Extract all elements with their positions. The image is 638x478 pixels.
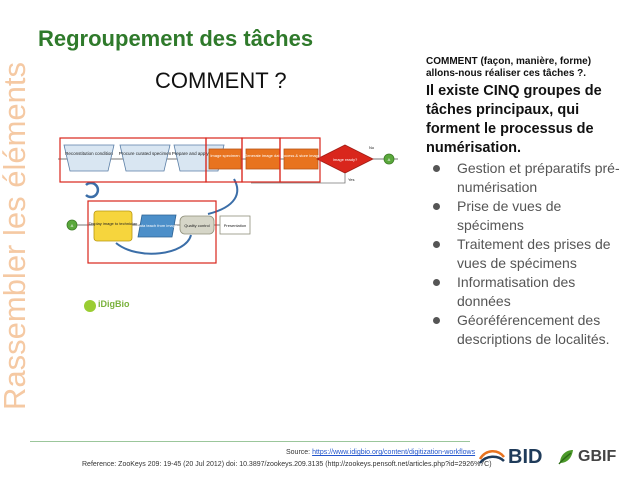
terminal-node xyxy=(383,153,395,165)
bid-logo-text: BID xyxy=(508,446,543,468)
slide-title: Regroupement des tâches xyxy=(38,26,314,51)
workflow-step-shape xyxy=(179,215,215,235)
intro-text: COMMENT (façon, manière, forme) allons-n… xyxy=(426,56,592,79)
decision-label: Image ready? xyxy=(333,157,358,162)
task-group-item: Traitement des prises de vues de spécime… xyxy=(426,235,626,273)
reference-citation: Reference: ZooKeys 209: 19-45 (20 Jul 20… xyxy=(82,461,492,468)
task-group-item: Prise de vues de spécimens xyxy=(426,197,626,235)
task-group-item: Informatisation des données xyxy=(426,273,626,311)
workflow-step-label: Procure curated specimen xyxy=(119,151,172,156)
workflow-step-shape xyxy=(93,210,133,242)
idigbio-logo-icon xyxy=(84,300,96,312)
source-prefix: Source: xyxy=(286,449,313,456)
workflow-step-label: Prepare and apply barcode xyxy=(172,151,227,156)
workflow-step-shape xyxy=(245,148,281,170)
workflow-step-shape xyxy=(63,144,115,172)
workflow-step-label: Data teach from image xyxy=(137,223,178,228)
gbif-logo-text: GBIF xyxy=(578,448,617,465)
terminal-label: A xyxy=(71,223,74,228)
groups-heading: Il existe CINQ groupes de tâches princip… xyxy=(426,83,602,156)
workflow-step-label: Reconstitution condition xyxy=(65,151,113,156)
highlight-box xyxy=(279,137,321,183)
workflow-step-label: Display image to technician xyxy=(89,221,138,226)
workflow-step-label: Quality control xyxy=(184,223,210,228)
workflow-step-label: Image specimen xyxy=(210,153,239,158)
no-label: No xyxy=(369,145,375,150)
cycle-arrow-icon xyxy=(85,181,100,199)
bid-logo: BID xyxy=(478,446,546,468)
gbif-logo-icon xyxy=(558,450,573,465)
feedback-arrow xyxy=(207,178,239,215)
yes-return-path xyxy=(251,173,346,184)
workflow-step-shape xyxy=(219,215,251,235)
task-group-item: Géoréférencement des descriptions de loc… xyxy=(426,311,626,349)
workflow-step-shape xyxy=(137,214,177,238)
slide-subtitle: COMMENT ? xyxy=(155,68,287,93)
vertical-side-title: Rassembler les éléments xyxy=(0,0,32,410)
source-citation: Source: https://www.idigbio.org/content/… xyxy=(286,449,475,456)
terminal-label: A xyxy=(388,157,391,162)
task-groups-list: Gestion et préparatifs pré-numérisation … xyxy=(426,159,626,349)
digitization-workflow-diagram: Reconstitution condition Procure curated… xyxy=(58,137,398,264)
right-text-column: COMMENT (façon, manière, forme) allons-n… xyxy=(426,56,626,349)
workflow-step-label: Presentation xyxy=(224,223,246,228)
idigbio-logo-text: iDigBio xyxy=(98,299,130,309)
terminal-node xyxy=(66,219,78,231)
feedback-arrow xyxy=(115,234,192,255)
workflow-step-label: Process & store images xyxy=(280,153,322,158)
highlight-box xyxy=(87,200,217,264)
source-link[interactable]: https://www.idigbio.org/content/digitiza… xyxy=(312,449,476,456)
idigbio-logo: iDigBio xyxy=(84,297,144,317)
footer-divider xyxy=(30,441,470,442)
yes-label: Yes xyxy=(348,177,355,182)
workflow-step-shape xyxy=(119,144,171,172)
workflow-step-label: Generate image data xyxy=(244,153,282,158)
workflow-step-shape xyxy=(283,148,319,170)
gbif-logo: GBIF xyxy=(556,447,628,467)
bid-logo-icon xyxy=(478,450,505,464)
workflow-step-shape xyxy=(208,148,242,170)
side-title-text: Rassembler les éléments xyxy=(0,61,32,410)
task-group-item: Gestion et préparatifs pré-numérisation xyxy=(426,159,626,197)
